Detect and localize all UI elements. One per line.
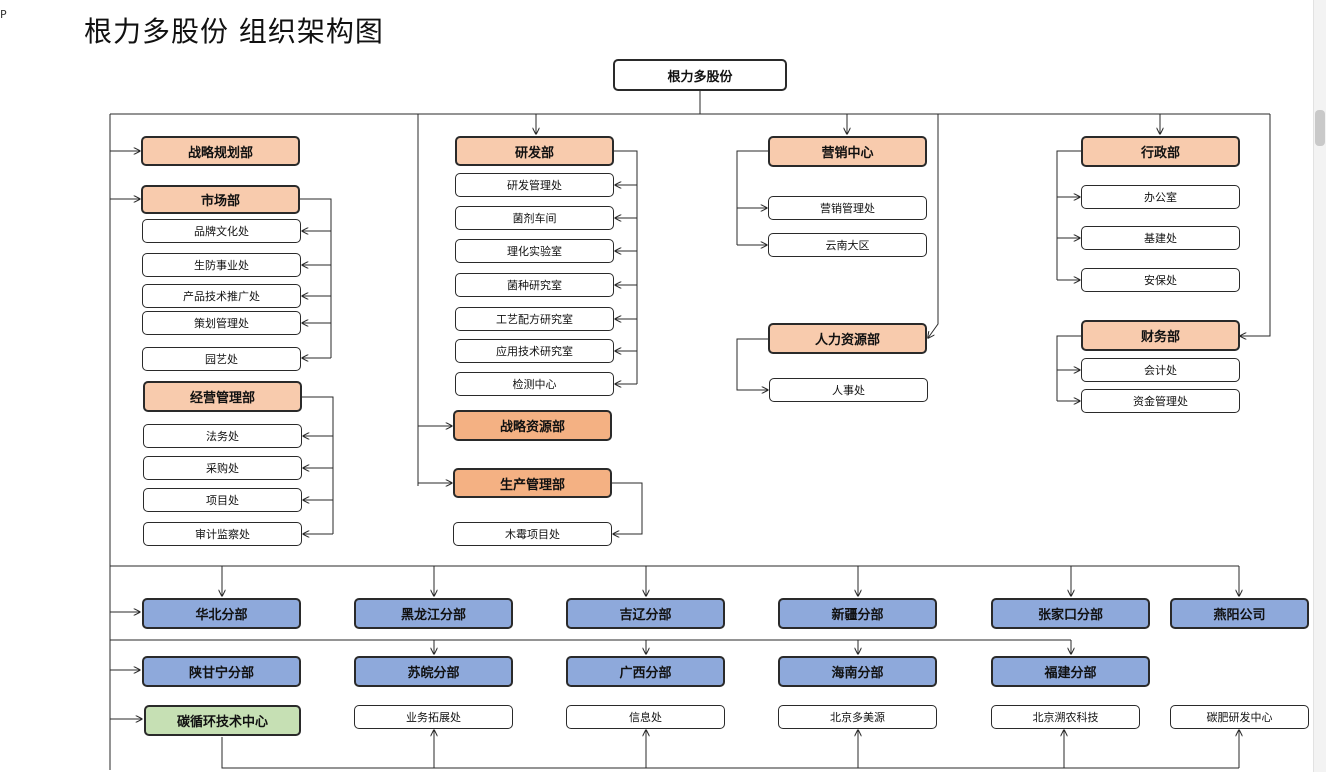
- office-node[interactable]: 策划管理处: [142, 311, 301, 335]
- office-node[interactable]: 园艺处: [142, 347, 301, 371]
- office-node[interactable]: 人事处: [769, 378, 928, 402]
- branch-node[interactable]: 燕阳公司: [1170, 598, 1309, 629]
- branch-node[interactable]: 张家口分部: [991, 598, 1150, 629]
- office-node[interactable]: 北京多美源: [778, 705, 937, 729]
- office-node[interactable]: 信息处: [566, 705, 725, 729]
- office-node[interactable]: 生防事业处: [142, 253, 301, 277]
- dept-finance[interactable]: 财务部: [1081, 320, 1240, 351]
- scrollbar-thumb[interactable]: [1315, 110, 1325, 146]
- branch-node[interactable]: 华北分部: [142, 598, 301, 629]
- branch-node[interactable]: 广西分部: [566, 656, 725, 687]
- office-node[interactable]: 云南大区: [768, 233, 927, 257]
- dept-production[interactable]: 生产管理部: [453, 468, 612, 498]
- office-node[interactable]: 理化实验室: [455, 239, 614, 263]
- dept-strategic-resources[interactable]: 战略资源部: [453, 410, 612, 441]
- office-node[interactable]: 法务处: [143, 424, 302, 448]
- dept-rnd[interactable]: 研发部: [455, 136, 614, 166]
- branch-node[interactable]: 陕甘宁分部: [142, 656, 301, 687]
- office-node[interactable]: 木霉项目处: [453, 522, 612, 546]
- office-node[interactable]: 研发管理处: [455, 173, 614, 197]
- page-title: 根力多股份 组织架构图: [84, 15, 384, 48]
- branch-node[interactable]: 海南分部: [778, 656, 937, 687]
- office-node[interactable]: 菌种研究室: [455, 273, 614, 297]
- office-node[interactable]: 北京溯农科技: [991, 705, 1140, 729]
- dept-hr[interactable]: 人力资源部: [768, 323, 927, 354]
- office-node[interactable]: 检测中心: [455, 372, 614, 396]
- dept-marketing[interactable]: 市场部: [141, 185, 300, 214]
- branch-node[interactable]: 苏皖分部: [354, 656, 513, 687]
- branch-node[interactable]: 新疆分部: [778, 598, 937, 629]
- vertical-scrollbar[interactable]: [1313, 0, 1326, 772]
- office-node[interactable]: 营销管理处: [768, 196, 927, 220]
- branch-node[interactable]: 黑龙江分部: [354, 598, 513, 629]
- root-node[interactable]: 根力多股份: [613, 59, 787, 91]
- office-node[interactable]: 审计监察处: [143, 522, 302, 546]
- office-node[interactable]: 业务拓展处: [354, 705, 513, 729]
- office-node[interactable]: 会计处: [1081, 358, 1240, 382]
- carbon-center-node[interactable]: 碳循环技术中心: [144, 705, 301, 736]
- dept-strategy-planning[interactable]: 战略规划部: [141, 136, 300, 166]
- office-node[interactable]: 项目处: [143, 488, 302, 512]
- office-node[interactable]: 基建处: [1081, 226, 1240, 250]
- branch-node[interactable]: 福建分部: [991, 656, 1150, 687]
- branch-node[interactable]: 吉辽分部: [566, 598, 725, 629]
- office-node[interactable]: 应用技术研究室: [455, 339, 614, 363]
- office-node[interactable]: 办公室: [1081, 185, 1240, 209]
- office-node[interactable]: 碳肥研发中心: [1170, 705, 1309, 729]
- dept-operations[interactable]: 经营管理部: [143, 381, 302, 412]
- corner-mark: P: [0, 8, 7, 21]
- office-node[interactable]: 资金管理处: [1081, 389, 1240, 413]
- office-node[interactable]: 品牌文化处: [142, 219, 301, 243]
- dept-admin[interactable]: 行政部: [1081, 136, 1240, 167]
- dept-sales-center[interactable]: 营销中心: [768, 136, 927, 167]
- office-node[interactable]: 菌剂车间: [455, 206, 614, 230]
- office-node[interactable]: 采购处: [143, 456, 302, 480]
- office-node[interactable]: 安保处: [1081, 268, 1240, 292]
- office-node[interactable]: 工艺配方研究室: [455, 307, 614, 331]
- office-node[interactable]: 产品技术推广处: [142, 284, 301, 308]
